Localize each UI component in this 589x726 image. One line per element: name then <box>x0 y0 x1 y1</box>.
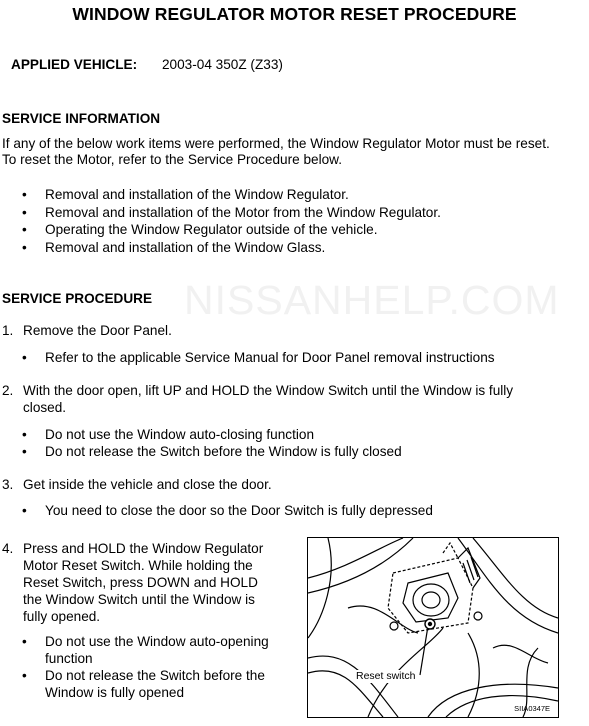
applied-vehicle-value: 2003-04 350Z (Z33) <box>162 57 283 72</box>
bullet-icon: • <box>22 205 27 220</box>
list-item-text: Operating the Window Regulator outside o… <box>45 222 378 237</box>
list-item-text: Removal and installation of the Window G… <box>45 240 326 255</box>
step-text: fully opened. <box>23 609 101 624</box>
bullet-icon: • <box>22 222 27 237</box>
bullet-icon: • <box>22 187 27 202</box>
bullet-icon: • <box>22 240 27 255</box>
service-information-heading: SERVICE INFORMATION <box>2 111 161 126</box>
list-item-text: Removal and installation of the Motor fr… <box>45 205 441 220</box>
figure-code: SIIA0347E <box>514 704 550 713</box>
step-text: Press and HOLD the Window Regulator <box>23 541 264 556</box>
step-text: Get inside the vehicle and close the doo… <box>23 477 272 492</box>
bullet-icon: • <box>22 503 27 518</box>
list-item-text: Refer to the applicable Service Manual f… <box>45 350 495 365</box>
list-item-text: Do not release the Switch before the <box>45 668 265 683</box>
step-number: 1. <box>2 323 14 338</box>
step-number: 4. <box>2 541 14 556</box>
step-number: 2. <box>2 383 14 398</box>
step-text: Remove the Door Panel. <box>23 323 172 338</box>
service-information-intro-line1: If any of the below work items were perf… <box>2 136 550 151</box>
figure-callout-label: Reset switch <box>354 670 418 683</box>
bullet-icon: • <box>22 427 27 442</box>
list-item-text: Removal and installation of the Window R… <box>45 187 349 202</box>
list-item-text: Do not use the Window auto-opening <box>45 634 269 649</box>
applied-vehicle-label: APPLIED VEHICLE: <box>11 57 138 72</box>
document-title: WINDOW REGULATOR MOTOR RESET PROCEDURE <box>72 4 517 24</box>
list-item-text: You need to close the door so the Door S… <box>45 503 433 518</box>
service-information-intro-line2: To reset the Motor, refer to the Service… <box>2 152 343 167</box>
bullet-icon: • <box>22 444 27 459</box>
step-text: With the door open, lift UP and HOLD the… <box>23 383 514 398</box>
watermark: NISSANHELP.COM <box>184 277 560 323</box>
step-text: Motor Reset Switch. While holding the <box>23 558 253 573</box>
bullet-icon: • <box>22 634 27 649</box>
step-number: 3. <box>2 477 14 492</box>
list-item-text: Window is fully opened <box>45 685 185 700</box>
bullet-icon: • <box>22 668 27 683</box>
service-procedure-heading: SERVICE PROCEDURE <box>2 291 153 306</box>
step-text: Reset Switch, press DOWN and HOLD <box>23 575 258 590</box>
door-mechanism-illustration <box>308 538 558 717</box>
list-item-text: Do not release the Switch before the Win… <box>45 444 402 459</box>
step-text: closed. <box>23 400 67 415</box>
list-item-text: Do not use the Window auto-closing funct… <box>45 427 315 442</box>
reset-switch-figure: Reset switch SIIA0347E <box>307 537 559 718</box>
bullet-icon: • <box>22 350 27 365</box>
list-item-text: function <box>45 651 93 666</box>
step-text: the Window Switch until the Window is <box>23 592 255 607</box>
